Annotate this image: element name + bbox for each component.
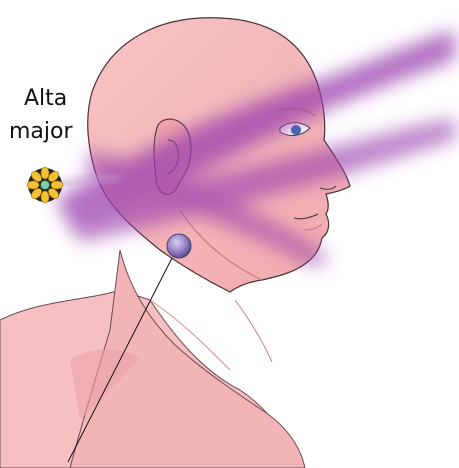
- chakra-label-line2: major: [9, 121, 73, 143]
- neck-node: [167, 234, 191, 258]
- eye-iris: [291, 125, 301, 135]
- alta-major-chakra-icon: [27, 167, 63, 203]
- chakra-label-line1: Alta: [24, 88, 67, 110]
- throat-line: [235, 300, 272, 362]
